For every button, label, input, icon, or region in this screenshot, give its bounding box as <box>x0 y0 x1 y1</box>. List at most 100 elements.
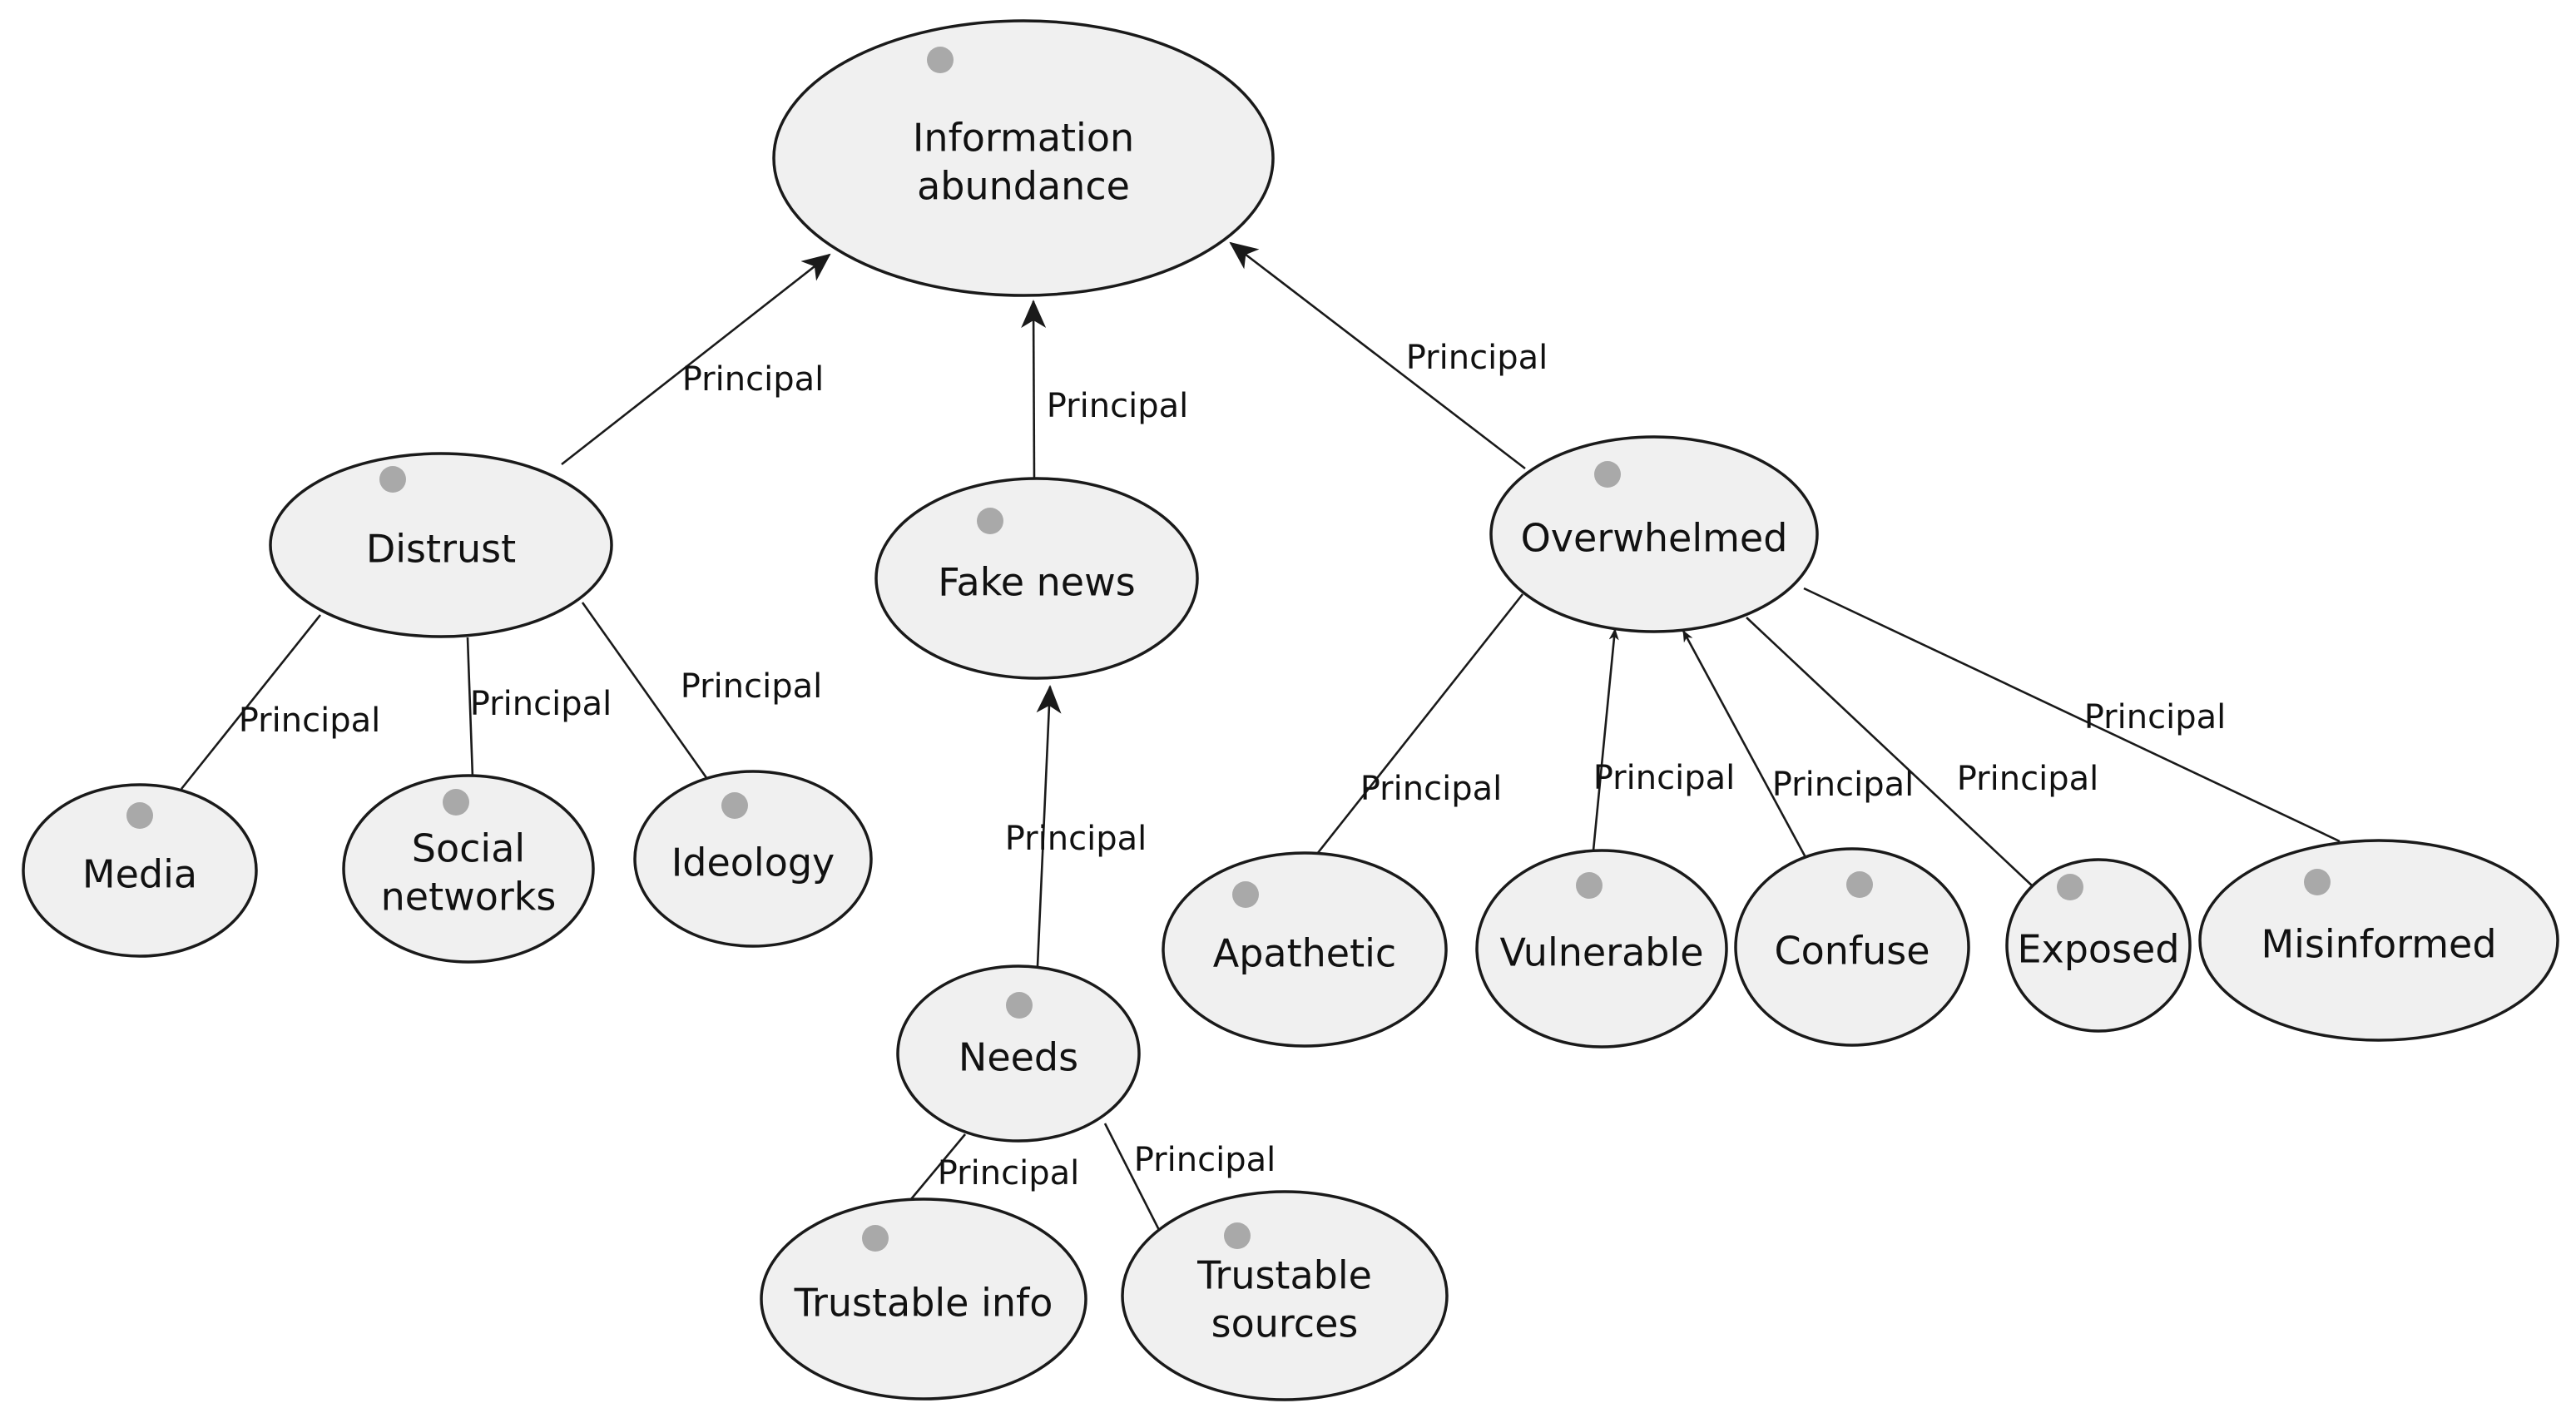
node-distrust[interactable]: Distrust <box>269 452 613 638</box>
node-ellipse <box>1162 851 1448 1048</box>
edge-label: Principal <box>681 667 822 706</box>
edge-label: Principal <box>1593 759 1735 797</box>
node-label: Trustable info <box>794 1281 1053 1326</box>
edge-misinformed-to-overwhelmed <box>1803 587 2341 843</box>
node-marker-dot-icon <box>443 789 469 816</box>
node-ellipse <box>896 964 1141 1143</box>
node-marker-dot-icon <box>1594 461 1621 488</box>
edges-layer <box>180 241 2341 1231</box>
node-ellipse <box>633 770 873 948</box>
node-label: Social <box>412 826 525 871</box>
edge-line <box>1315 593 1524 855</box>
edge-label: Principal <box>1134 1141 1276 1179</box>
edge-media-to-distrust <box>180 614 322 790</box>
node-label: Trustable <box>1196 1253 1372 1298</box>
node-marker-dot-icon <box>1006 992 1033 1019</box>
node-fake-news[interactable]: Fake news <box>874 477 1199 680</box>
edge-line <box>561 253 831 466</box>
node-ellipse <box>1475 849 1728 1049</box>
node-label: Distrust <box>366 527 516 572</box>
node-confuse[interactable]: Confuse <box>1734 847 1970 1047</box>
node-label: Apathetic <box>1213 931 1396 976</box>
node-ellipse <box>1121 1190 1449 1401</box>
node-ellipse <box>342 774 595 964</box>
edge-trustable_sources-to-needs <box>1103 1123 1161 1231</box>
node-marker-dot-icon <box>2304 869 2331 895</box>
node-needs[interactable]: Needs <box>896 964 1141 1143</box>
edge-overwhelmed-to-information_abundance <box>1229 241 1526 470</box>
node-marker-dot-icon <box>862 1225 889 1252</box>
edge-line <box>1229 241 1526 470</box>
edge-label: Principal <box>1360 770 1502 808</box>
edge-line <box>1592 628 1619 851</box>
edge-line <box>910 1133 966 1200</box>
node-trustable-info[interactable]: Trustable info <box>760 1197 1087 1401</box>
node-label: abundance <box>917 164 1130 209</box>
edge-label: Principal <box>1406 339 1548 377</box>
edge-label: Principal <box>938 1154 1079 1192</box>
node-ellipse <box>2198 839 2559 1042</box>
node-label: Ideology <box>671 840 835 885</box>
node-label: Exposed <box>2017 927 2179 972</box>
edge-line <box>581 602 709 780</box>
node-marker-dot-icon <box>721 792 748 819</box>
node-label: Confuse <box>1774 929 1930 974</box>
node-ellipse <box>1734 847 1970 1047</box>
node-ellipse <box>22 783 258 958</box>
node-ellipse <box>760 1197 1087 1401</box>
edge-line <box>1103 1123 1161 1231</box>
node-apathetic[interactable]: Apathetic <box>1162 851 1448 1048</box>
node-vulnerable[interactable]: Vulnerable <box>1475 849 1728 1049</box>
node-marker-dot-icon <box>379 466 406 493</box>
node-overwhelmed[interactable]: Overwhelmed <box>1489 435 1819 633</box>
node-misinformed[interactable]: Misinformed <box>2198 839 2559 1042</box>
edge-needs-to-fake_news <box>1036 685 1062 967</box>
edge-exposed-to-overwhelmed <box>1746 617 2034 887</box>
node-marker-dot-icon <box>1846 871 1873 898</box>
edge-social_networks-to-distrust <box>466 637 474 778</box>
node-marker-dot-icon <box>977 508 1003 534</box>
node-label: networks <box>381 875 557 920</box>
edge-line <box>1021 300 1047 481</box>
edge-confuse-to-overwhelmed <box>1682 630 1808 860</box>
node-label: Information <box>913 116 1134 161</box>
edge-label: Principal <box>470 685 612 723</box>
node-label: Needs <box>959 1035 1078 1080</box>
edge-line <box>180 614 322 790</box>
node-ellipse <box>1489 435 1819 633</box>
node-label: Misinformed <box>2261 922 2496 967</box>
node-ellipse <box>874 477 1199 680</box>
node-media[interactable]: Media <box>22 783 258 958</box>
edge-label: Principal <box>1772 766 1914 804</box>
node-marker-dot-icon <box>1576 872 1603 899</box>
node-ellipse <box>269 452 613 638</box>
node-exposed[interactable]: Exposed <box>2005 858 2192 1033</box>
edge-vulnerable-to-overwhelmed <box>1592 628 1619 851</box>
edge-label: Principal <box>682 360 824 399</box>
edge-label: Principal <box>239 702 380 740</box>
node-label: Overwhelmed <box>1521 516 1788 561</box>
edge-line <box>1803 587 2341 843</box>
edge-line <box>1746 617 2034 887</box>
edge-label: Principal <box>2084 698 2226 736</box>
node-label: Media <box>82 852 197 897</box>
edge-apathetic-to-overwhelmed <box>1315 593 1524 855</box>
edge-fake_news-to-information_abundance <box>1021 300 1047 481</box>
edge-trustable_info-to-needs <box>910 1133 966 1200</box>
node-label: Fake news <box>938 560 1135 605</box>
edge-label: Principal <box>1957 760 2098 798</box>
node-ideology[interactable]: Ideology <box>633 770 873 948</box>
node-marker-dot-icon <box>1224 1222 1251 1249</box>
edge-label: Principal <box>1047 387 1188 425</box>
edge-ideology-to-distrust <box>581 602 709 780</box>
node-label: Vulnerable <box>1499 930 1703 975</box>
node-marker-dot-icon <box>126 802 153 829</box>
edge-line <box>466 637 474 778</box>
node-label: sources <box>1211 1302 1359 1346</box>
